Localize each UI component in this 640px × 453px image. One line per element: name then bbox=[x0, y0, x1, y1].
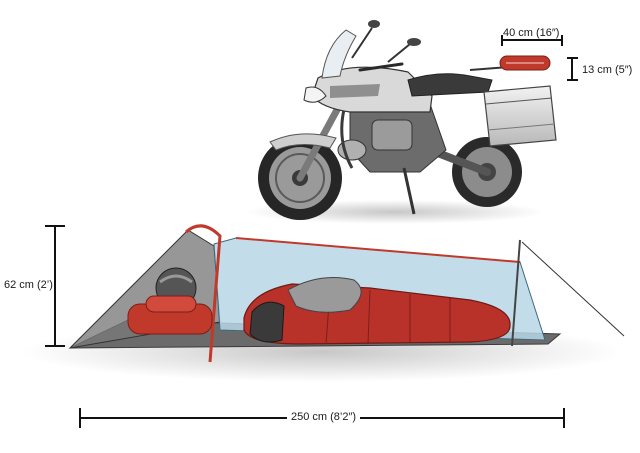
pack-height-label: 13 cm (5″) bbox=[582, 64, 633, 76]
pack-width-label: 40 cm (16″) bbox=[503, 27, 560, 39]
tent-foot-pole bbox=[511, 239, 521, 347]
tent-length-label: 250 cm (8’2″) bbox=[287, 411, 361, 423]
kickstand bbox=[402, 167, 416, 215]
tent-ridge-line bbox=[235, 237, 521, 263]
mirror-left bbox=[368, 20, 380, 28]
seat bbox=[407, 73, 493, 97]
tent-height-label: 62 cm (2’) bbox=[4, 279, 53, 291]
headlight bbox=[303, 86, 327, 103]
handlebar bbox=[358, 62, 404, 72]
boots bbox=[249, 301, 285, 343]
tent-height-line bbox=[45, 225, 65, 347]
sleeping-bag bbox=[243, 277, 511, 345]
mirror-right bbox=[407, 38, 421, 46]
front-fender bbox=[269, 133, 337, 151]
side-pannier bbox=[483, 85, 557, 147]
windscreen bbox=[321, 29, 357, 79]
tent-hoop-pole bbox=[185, 224, 222, 363]
pack-width-line bbox=[501, 35, 563, 46]
dry-bags bbox=[127, 295, 213, 335]
motorcycle bbox=[245, 20, 557, 224]
pack-height-line bbox=[567, 57, 578, 81]
bivy-tent bbox=[22, 224, 625, 382]
pillow bbox=[287, 277, 362, 313]
tent-guy-line bbox=[521, 241, 625, 337]
